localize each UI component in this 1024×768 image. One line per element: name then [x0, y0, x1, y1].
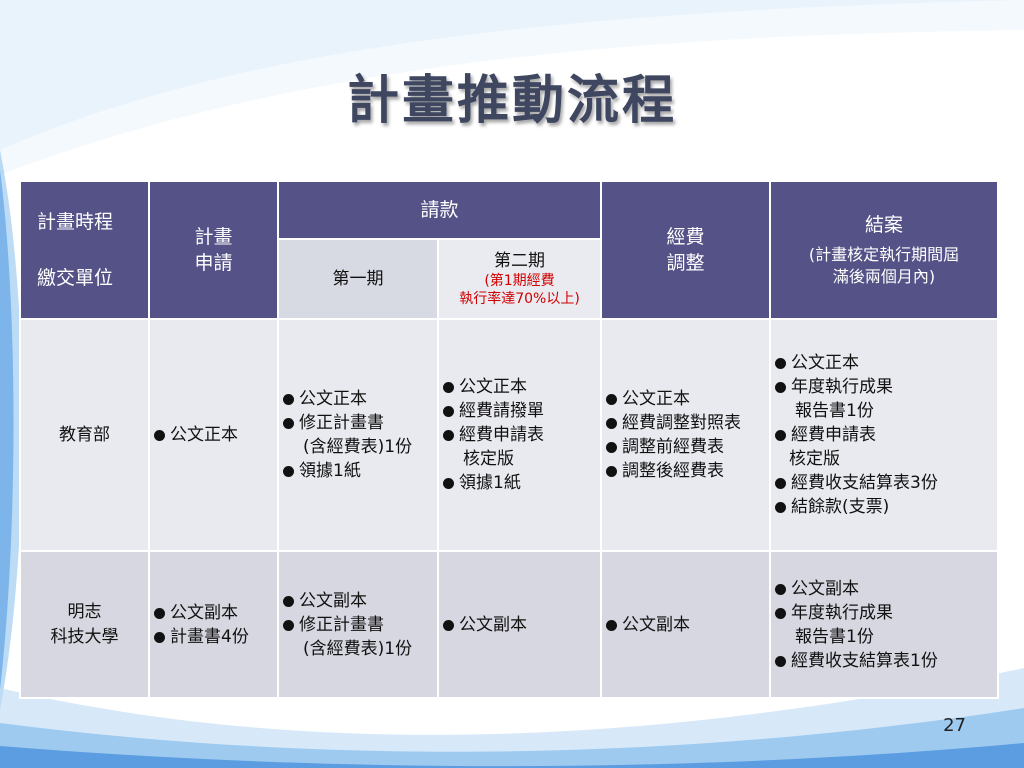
header-phase2-note-line1: (第1期經費	[484, 272, 555, 289]
list-item: 經費申請表	[775, 423, 997, 447]
header-phase2: 第二期 (第1期經費 執行率達70%以上)	[436, 238, 603, 320]
list-item-continuation: 報告書1份	[795, 626, 874, 647]
list-item-continuation: (含經費表)1份	[303, 437, 413, 457]
org-cell: 明志 科技大學	[19, 550, 150, 699]
list-item-continuation: 報告書1份	[795, 401, 874, 421]
adjust-cell: 公文正本 經費調整對照表 調整前經費表 調整後經費表	[600, 318, 772, 552]
header-phase1: 第一期	[277, 238, 439, 320]
list-item: 經費收支結算表1份	[775, 649, 997, 673]
header-closing-note-line1: (計畫核定執行期間屆	[808, 245, 960, 264]
process-table: 計畫時程 繳交單位 計畫 申請 請款 經費 調整 結案 (計畫核定執行期間屆 滿…	[19, 180, 1000, 699]
list-item: 結餘款(支票)	[775, 495, 997, 519]
header-schedule-unit: 計畫時程 繳交單位	[19, 180, 150, 320]
list-item-continuation: 核定版	[789, 449, 841, 469]
phase1-cell: 公文正本 修正計畫書 (含經費表)1份 領據1紙	[277, 318, 439, 552]
page-number: 27	[943, 715, 966, 736]
header-phase2-label: 第二期	[494, 250, 545, 271]
header-plan-application: 計畫 申請	[148, 180, 279, 320]
list-item: 公文副本	[154, 601, 277, 625]
header-adjust-line1: 經費	[666, 226, 705, 248]
table-row-moe: 教育部 公文正本 公文正本 修正計畫書 (含經費表)1份 領據1紙 公文正本 經…	[19, 318, 1000, 552]
list-item: 修正計畫書	[283, 411, 437, 435]
list-item: 公文正本	[443, 375, 600, 399]
closing-cell: 公文正本 年度執行成果 報告書1份 經費申請表 核定版 經費收支結算表3份 結餘…	[769, 318, 1000, 552]
plan-cell: 公文正本	[148, 318, 279, 552]
list-item: 年度執行成果	[775, 375, 997, 399]
list-item-continuation: 核定版	[463, 449, 514, 469]
list-item: 公文正本	[154, 423, 277, 447]
org-label: 教育部	[59, 424, 110, 445]
header-closing: 結案 (計畫核定執行期間屆 滿後兩個月內)	[769, 180, 1000, 320]
list-item-continuation: (含經費表)1份	[303, 638, 413, 659]
list-item: 經費申請表	[443, 423, 600, 447]
list-item: 公文正本	[606, 387, 769, 411]
header-schedule: 計畫時程	[37, 211, 114, 233]
list-item: 公文副本	[775, 577, 997, 601]
list-item: 公文正本	[775, 351, 997, 375]
header-closing-note-line2: 滿後兩個月內)	[832, 267, 936, 286]
header-phase2-note-line2: 執行率達70%以上)	[459, 290, 580, 307]
list-item: 公文副本	[283, 589, 437, 613]
plan-cell: 公文副本 計畫書4份	[148, 550, 279, 699]
list-item: 修正計畫書	[283, 613, 437, 637]
header-plan-line1: 計畫	[194, 226, 233, 248]
list-item: 領據1紙	[283, 459, 437, 483]
table-row-mcut: 明志 科技大學 公文副本 計畫書4份 公文副本 修正計畫書 (含經費表)1份 公…	[19, 550, 1000, 699]
list-item: 經費收支結算表3份	[775, 471, 997, 495]
closing-cell: 公文副本 年度執行成果 報告書1份 經費收支結算表1份	[769, 550, 1000, 699]
header-adjust-line2: 調整	[666, 252, 705, 274]
adjust-cell: 公文副本	[600, 550, 772, 699]
slide-title: 計畫推動流程	[346, 71, 677, 131]
list-item: 經費請撥單	[443, 399, 600, 423]
list-item: 公文副本	[606, 613, 769, 637]
list-item: 調整前經費表	[606, 435, 769, 459]
list-item: 年度執行成果	[775, 601, 997, 625]
list-item: 領據1紙	[443, 471, 600, 495]
phase2-cell: 公文正本 經費請撥單 經費申請表 核定版 領據1紙	[436, 318, 603, 552]
header-row-2: 第一期 第二期 (第1期經費 執行率達70%以上)	[20, 238, 998, 320]
list-item: 公文正本	[283, 387, 437, 411]
list-item: 計畫書4份	[154, 625, 277, 649]
org-label-line1: 明志	[67, 601, 102, 622]
phase1-cell: 公文副本 修正計畫書 (含經費表)1份	[277, 550, 439, 699]
list-item: 公文副本	[443, 613, 600, 637]
header-closing-label: 結案	[865, 214, 904, 236]
org-cell: 教育部	[19, 318, 150, 552]
list-item: 經費調整對照表	[606, 411, 769, 435]
header-plan-line2: 申請	[194, 252, 233, 274]
header-unit: 繳交單位	[37, 267, 114, 289]
list-item: 調整後經費表	[606, 459, 769, 483]
header-budget-adjust: 經費 調整	[600, 180, 772, 320]
header-row-1: 計畫時程 繳交單位 計畫 申請 請款 經費 調整 結案 (計畫核定執行期間屆 滿…	[19, 180, 1000, 320]
header-payment: 請款	[276, 180, 603, 240]
phase2-cell: 公文副本	[436, 550, 603, 699]
org-label-line2: 科技大學	[50, 626, 119, 647]
